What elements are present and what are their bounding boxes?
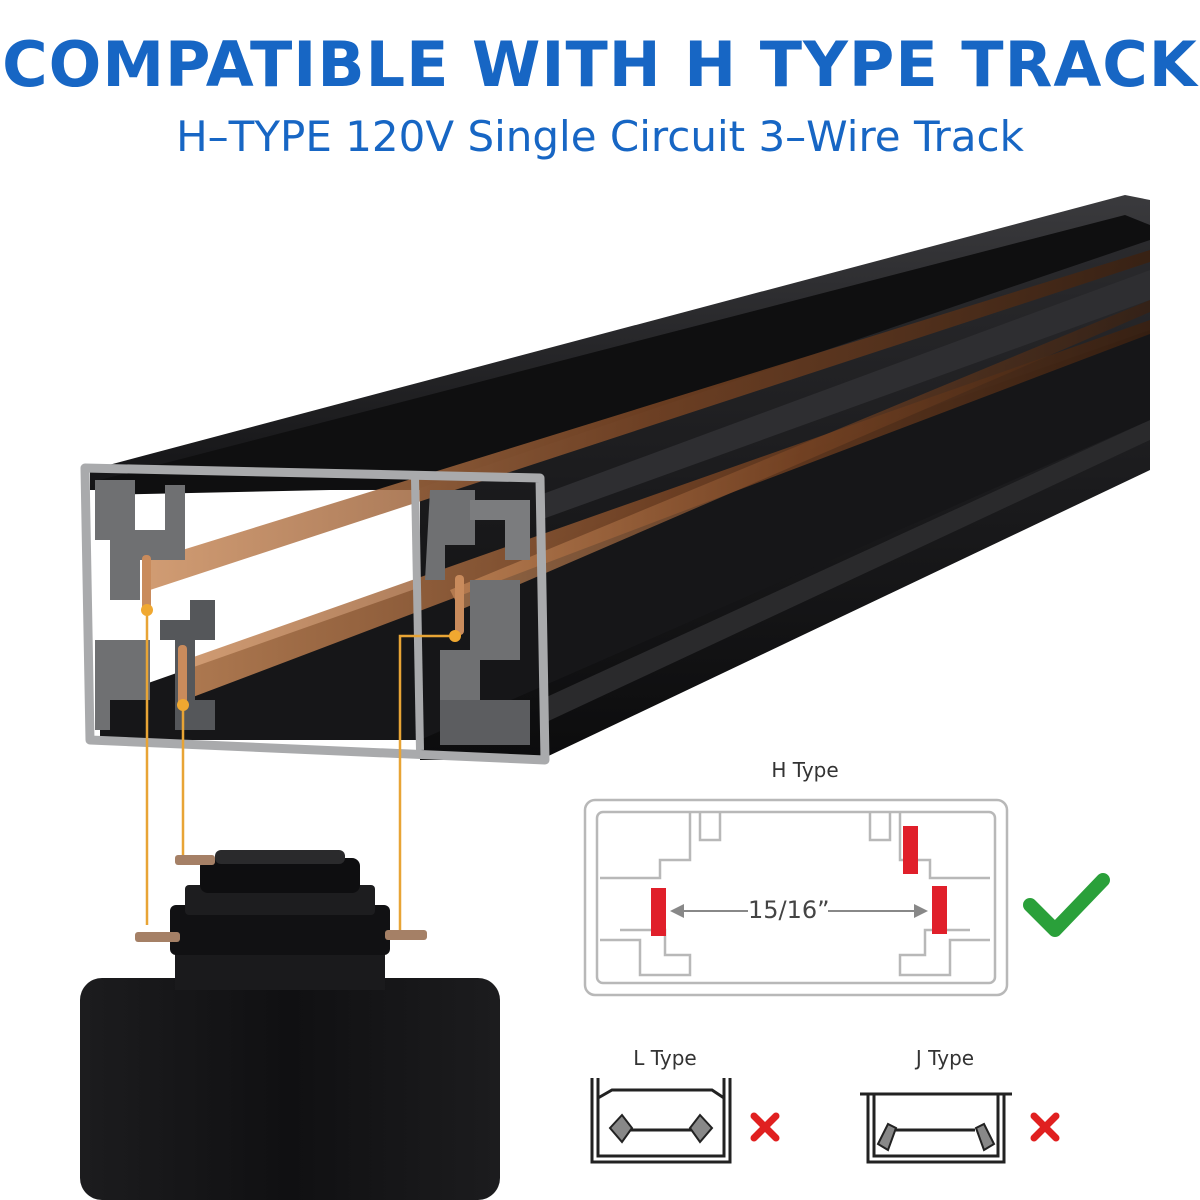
h-type-contact-top-right (903, 826, 918, 874)
page-subtitle: H–TYPE 120V Single Circuit 3–Wire Track (176, 112, 1024, 161)
h-type-contact-right (932, 886, 947, 934)
cross-icon (750, 1112, 780, 1142)
j-type-label: J Type (915, 1046, 975, 1070)
h-type-contact-left (651, 888, 666, 936)
track-adapter (80, 850, 500, 1200)
h-type-contacts (651, 826, 947, 936)
l-type-diagram (590, 1078, 732, 1164)
h-type-diagram (583, 798, 1009, 997)
j-type-diagram (860, 1092, 1012, 1164)
check-icon (1023, 873, 1110, 937)
cross-icon (1030, 1112, 1060, 1142)
dimension-label: 15/16” (748, 896, 830, 924)
h-type-label: H Type (771, 758, 839, 782)
wire-guides (141, 604, 461, 935)
page-title: COMPATIBLE WITH H TYPE TRACK (2, 28, 1198, 101)
l-type-label: L Type (633, 1046, 697, 1070)
track-rail (80, 195, 1150, 765)
dimension-arrow (670, 904, 928, 918)
